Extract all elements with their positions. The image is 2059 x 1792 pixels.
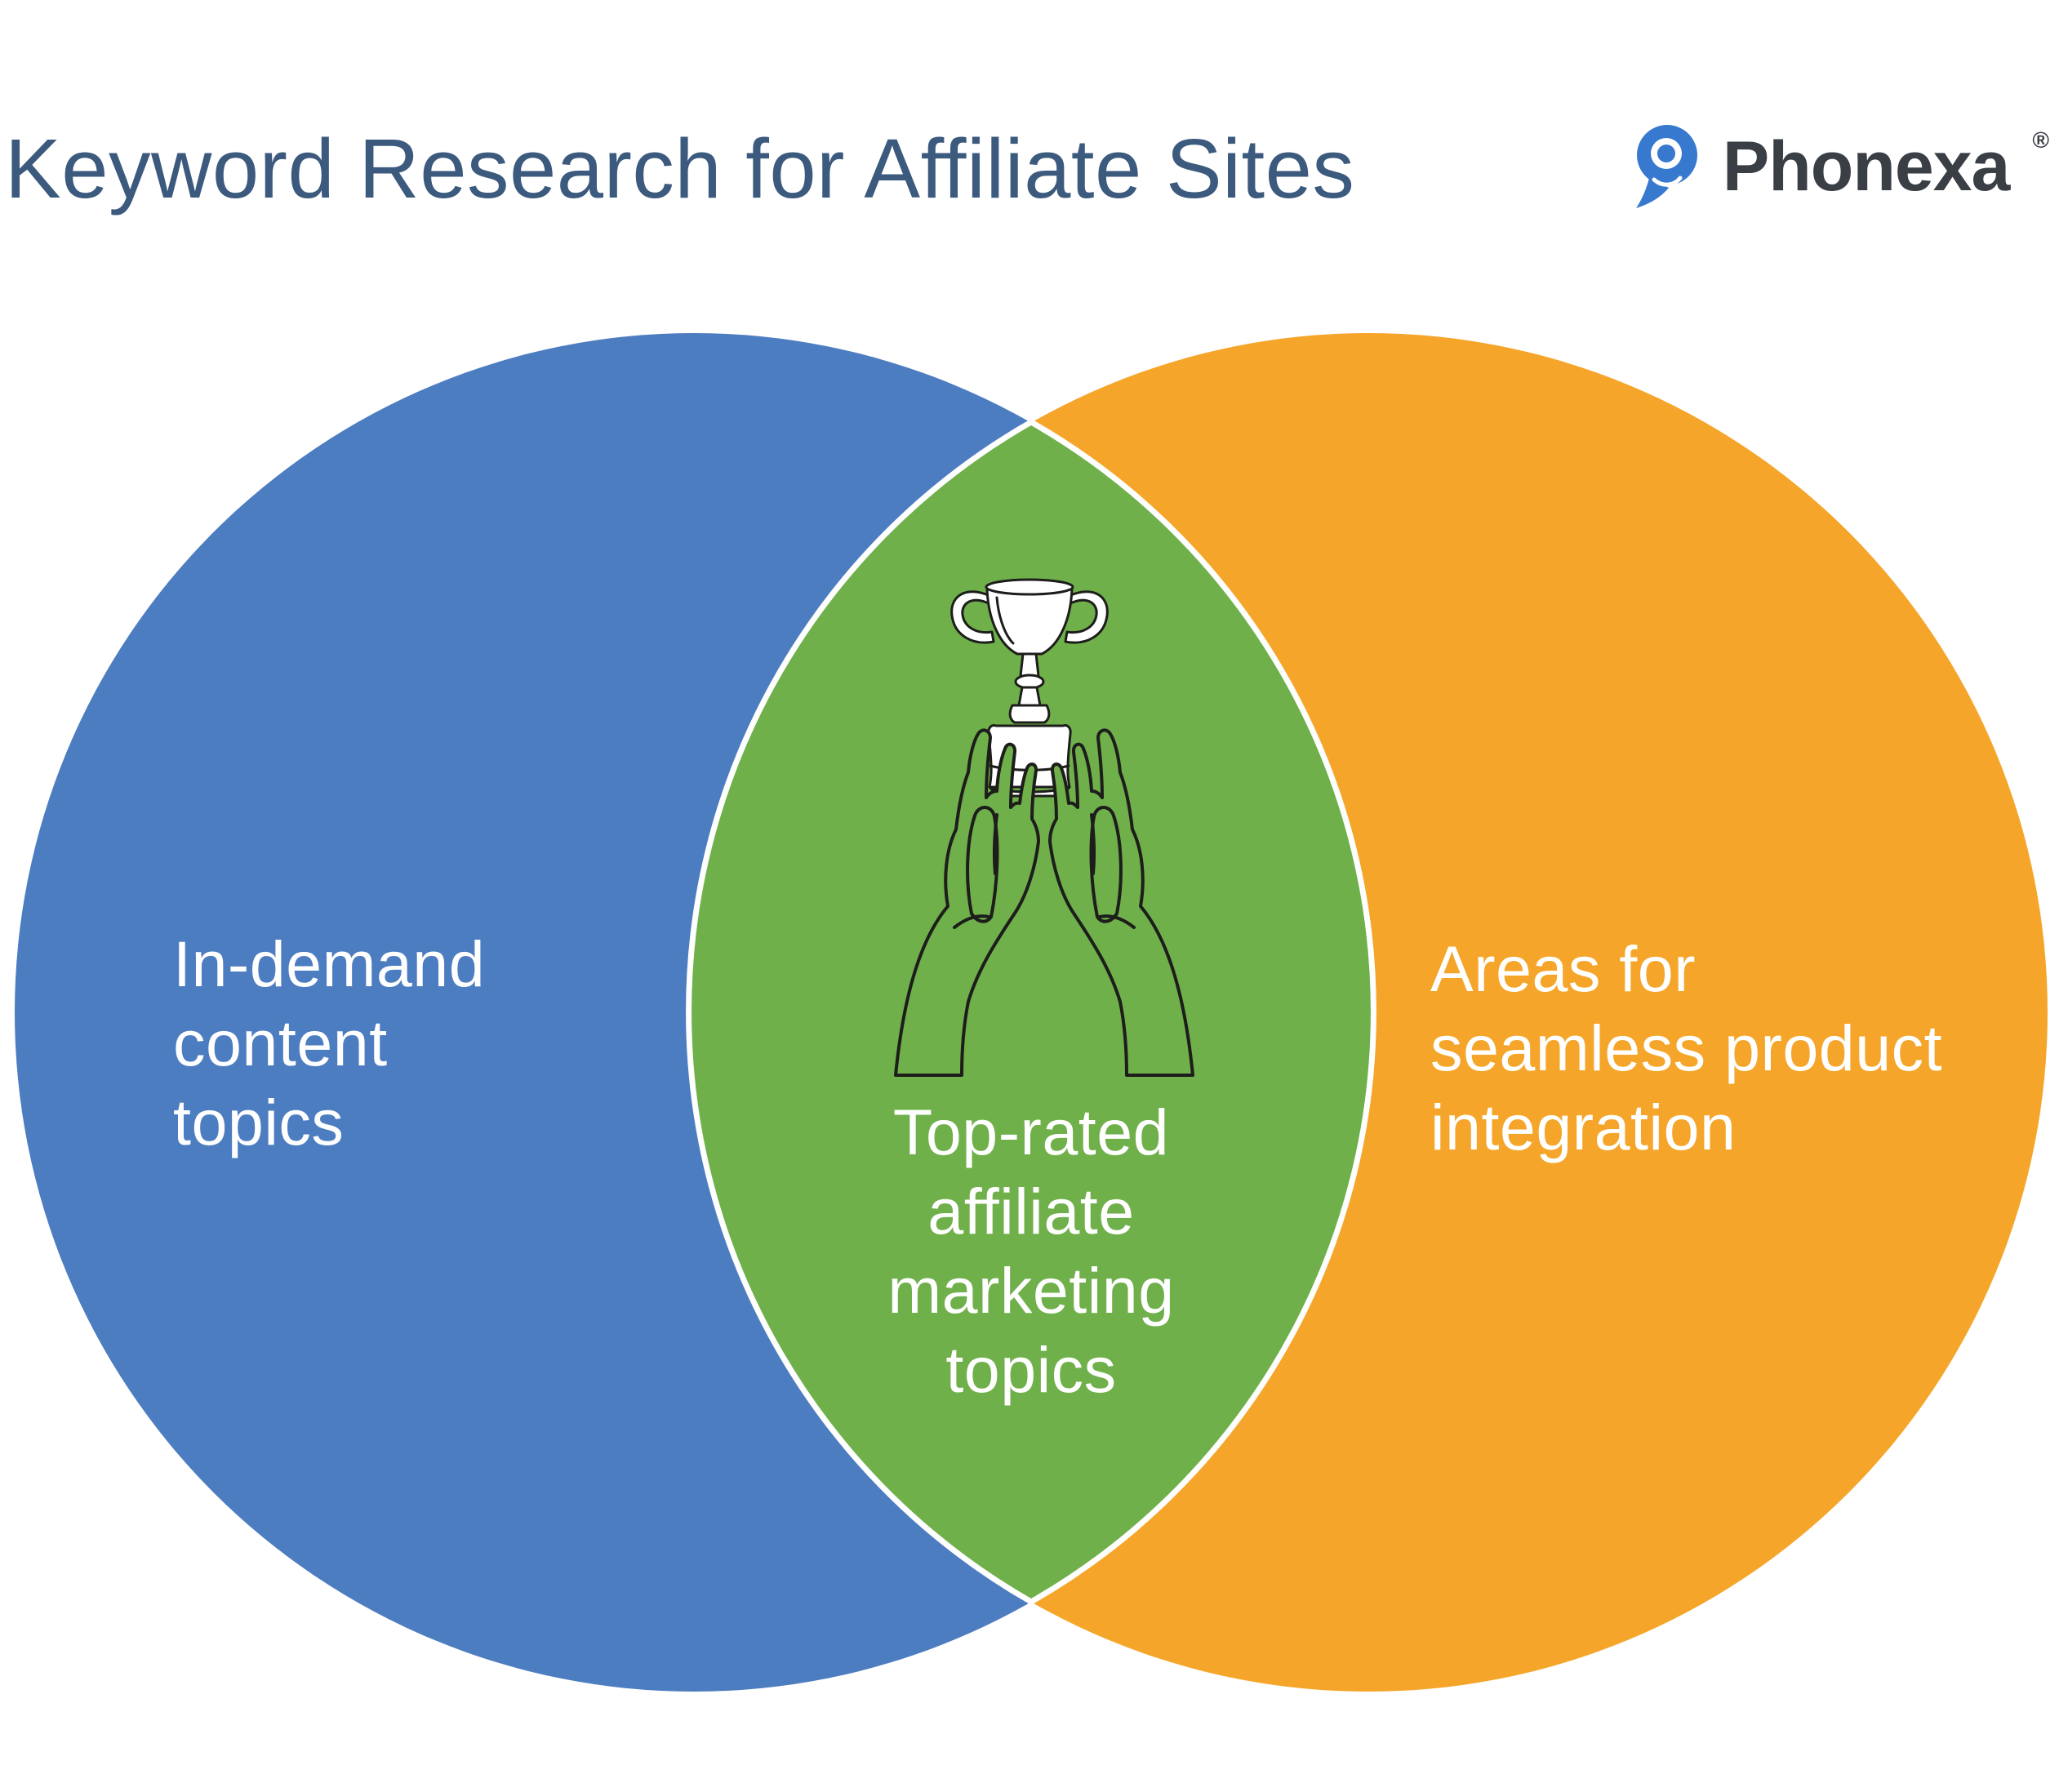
right-circle-label-line: seamless product (1430, 1012, 1943, 1084)
overlap-lens (686, 418, 1376, 1606)
hands-holding-trophy-illustration (894, 578, 1194, 1077)
overlap-label-line: affiliate (927, 1175, 1135, 1247)
right-circle-label-line: Areas for (1430, 932, 1697, 1005)
page-title: Keyword Research for Affiliate Sites (5, 122, 1355, 216)
left-circle-label-line: content (173, 1007, 388, 1079)
overlap-label-line: marketing (887, 1254, 1175, 1327)
left-circle-label: In-demand content topics (173, 924, 485, 1162)
phonexa-bubble-icon (1635, 125, 1697, 208)
registered-mark: ® (2032, 127, 2049, 153)
overlap-label: Top-rated affiliate marketing topics (745, 1092, 1317, 1409)
right-circle-label: Areas for seamless product integration (1430, 929, 1942, 1167)
overlap-label-line: Top-rated (892, 1096, 1170, 1168)
overlap-label-line: topics (945, 1333, 1117, 1406)
left-circle-label-line: topics (173, 1086, 345, 1158)
brand-name: Phonexa (1722, 127, 2010, 206)
right-circle-label-line: integration (1430, 1091, 1737, 1163)
left-circle-label-line: In-demand (173, 927, 486, 1000)
phonexa-logo: Phonexa ® (1630, 122, 2049, 211)
left-hand-illustration (894, 728, 1040, 1077)
